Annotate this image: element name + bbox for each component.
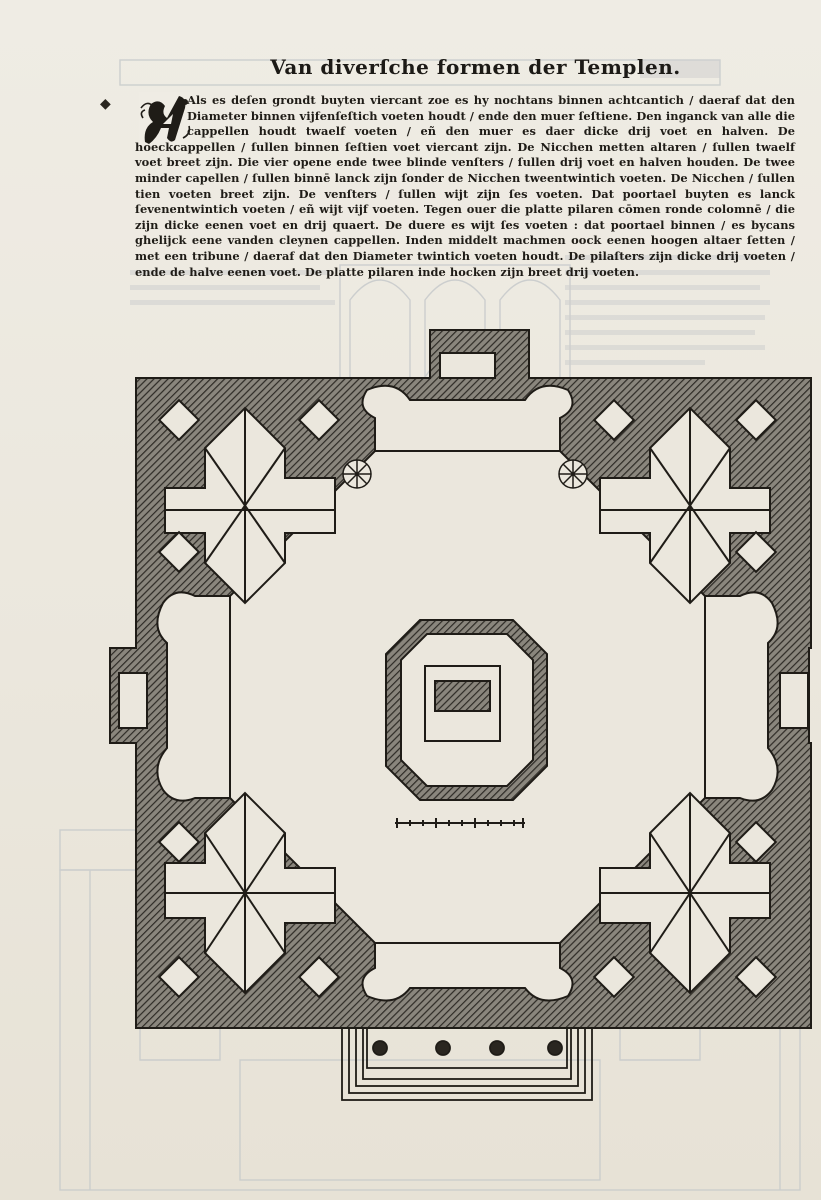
- paragraph-mark-icon: ◆: [100, 96, 111, 112]
- body-paragraph: Als es deſen grondt buyten viercant zoe …: [135, 93, 795, 279]
- right-chapel: [704, 591, 809, 802]
- corner-niches: [157, 398, 778, 999]
- central-altar: [385, 619, 548, 801]
- corner-chapels: [164, 406, 771, 995]
- temple-floor-plan: [109, 329, 812, 1101]
- entrance-porch: [341, 1027, 593, 1101]
- top-chapel: [361, 352, 574, 452]
- left-chapel: [118, 591, 231, 802]
- ornamental-initial-a-icon: [139, 92, 193, 146]
- spiral-staircases: [342, 459, 588, 489]
- page-title: Van diverſche formen der Templen.: [0, 55, 821, 79]
- page-title-text: Van diverſche formen der Templen.: [270, 55, 681, 79]
- bottom-chapel: [361, 942, 574, 1002]
- scale-bar: [395, 818, 525, 828]
